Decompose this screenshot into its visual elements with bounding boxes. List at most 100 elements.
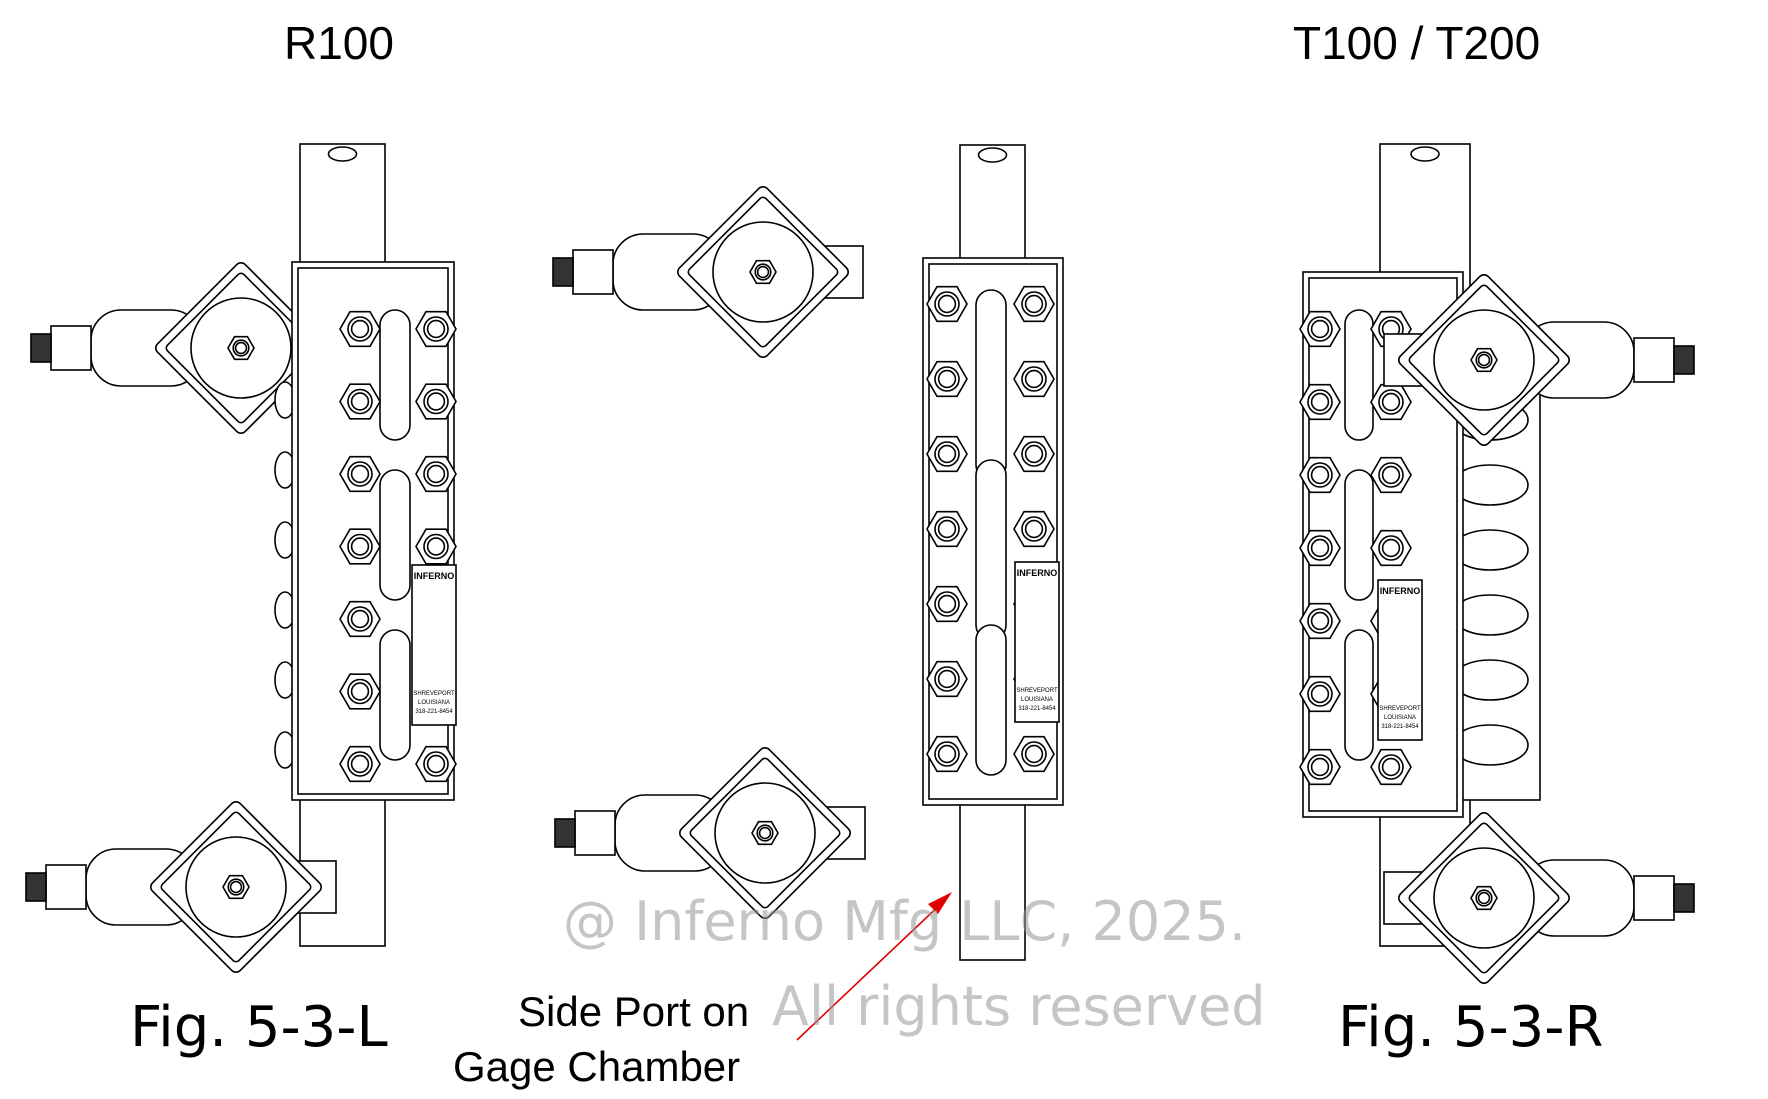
right-model-title: T100 / T200	[1293, 17, 1541, 69]
nameplate-brand: INFERNO	[1017, 568, 1058, 578]
left-figure-caption: Fig. 5-3-L	[130, 995, 388, 1060]
bolt-stud	[1024, 744, 1044, 764]
bolt-stud	[426, 464, 446, 484]
bolt-stud	[1024, 444, 1044, 464]
hex-bolt-icon	[1299, 529, 1341, 567]
bolt-stud	[1381, 538, 1401, 558]
bolt-stud	[350, 319, 370, 339]
valve-assembly	[554, 747, 866, 919]
hex-bolt-icon	[222, 874, 250, 900]
nameplate-frame	[1377, 579, 1423, 741]
hex-bolt-icon	[1013, 285, 1055, 323]
hex-bolt-icon	[415, 528, 457, 565]
hex-bolt-icon	[339, 600, 381, 638]
hex-bolt-icon	[1013, 435, 1055, 473]
hex-bolt-icon	[1370, 529, 1412, 567]
sight-slot	[975, 459, 1007, 641]
bolt-stud	[937, 444, 957, 464]
hex-bolt-icon	[1013, 360, 1055, 398]
bolt-stud	[426, 537, 446, 556]
hex-bolt-icon	[926, 435, 968, 473]
hex-bolt-icon	[415, 383, 457, 420]
sight-slot	[1344, 309, 1374, 441]
hex-bolt-icon	[339, 745, 381, 783]
bolt-stud	[1310, 392, 1330, 412]
sight-slot	[1344, 629, 1374, 761]
valve-thread	[25, 872, 47, 902]
watermark-line-2: All rights reserved	[772, 975, 1266, 1038]
hex-bolt-icon	[1470, 885, 1498, 911]
valve-fitting	[1633, 337, 1675, 383]
bolt-stud	[1310, 465, 1330, 485]
bolt-stud	[350, 609, 370, 629]
valve-assembly	[552, 186, 864, 358]
hex-bolt-icon	[1299, 310, 1341, 348]
hex-bolt-icon	[1370, 383, 1412, 421]
valve-thread	[554, 818, 576, 848]
valve-thread	[1673, 345, 1695, 375]
hex-bolt-icon	[1299, 675, 1341, 713]
bolt-stud	[756, 265, 770, 279]
hex-bolt-icon	[926, 660, 968, 698]
bolt-stud	[1381, 757, 1401, 777]
bolt-stud	[350, 464, 370, 484]
right-figure-caption: Fig. 5-3-R	[1338, 995, 1604, 1060]
nameplate-text: LOUISIANA	[1384, 715, 1416, 721]
bolt-stud	[426, 392, 446, 411]
bolt-stud	[937, 369, 957, 389]
sight-slot	[379, 309, 411, 441]
bolt-stud	[937, 669, 957, 689]
hex-bolt-icon	[926, 735, 968, 773]
hex-bolt-icon	[926, 285, 968, 323]
bolt-stud	[1310, 538, 1330, 558]
valve-thread	[30, 333, 52, 363]
hex-bolt-icon	[751, 820, 779, 846]
hex-bolt-icon	[1299, 456, 1341, 494]
nameplate-text: 318-221-8454	[1381, 724, 1419, 730]
sight-slot	[1344, 469, 1374, 601]
hex-bolt-icon	[926, 510, 968, 548]
sight-slot	[379, 469, 411, 601]
sight-slot	[379, 629, 411, 761]
bolt-stud	[234, 341, 248, 355]
callout-arrowhead-icon	[928, 892, 952, 914]
hex-bolt-icon	[749, 259, 777, 285]
hex-bolt-icon	[1013, 510, 1055, 548]
hex-bolt-icon	[1299, 602, 1341, 640]
callout-arrow-line	[796, 899, 946, 1041]
hex-bolt-icon	[339, 455, 381, 493]
valve-assembly	[1383, 274, 1695, 446]
hex-bolt-icon	[926, 585, 968, 623]
callout-line-1: Side Port on	[518, 988, 750, 1035]
bolt-stud	[1310, 611, 1330, 631]
hex-bolt-icon	[339, 673, 381, 710]
nameplate-brand: INFERNO	[1380, 586, 1421, 596]
hex-bolt-icon	[415, 310, 457, 348]
nameplate-text: 318-221-8454	[415, 709, 453, 715]
bolt-stud	[1024, 294, 1044, 314]
nameplate-text: SHREVEPORT	[1016, 688, 1058, 694]
nameplate-text: LOUISIANA	[1021, 697, 1053, 703]
hex-bolt-icon	[926, 360, 968, 398]
top-port	[1410, 146, 1440, 162]
bolt-stud	[1477, 353, 1491, 367]
valve-thread	[1673, 883, 1695, 913]
bolt-stud	[937, 594, 957, 614]
nameplate-text: LOUISIANA	[418, 700, 450, 706]
bolt-stud	[350, 392, 370, 411]
top-port	[977, 147, 1008, 163]
hex-bolt-icon	[415, 745, 457, 783]
hex-bolt-icon	[1299, 748, 1341, 786]
valve-thread	[552, 257, 574, 287]
hex-bolt-icon	[227, 335, 255, 361]
valve-assembly	[1383, 812, 1695, 984]
nameplate-text: SHREVEPORT	[413, 691, 455, 697]
bolt-stud	[350, 682, 370, 701]
bolt-stud	[1477, 891, 1491, 905]
bolt-stud	[426, 319, 446, 339]
bolt-stud	[229, 880, 243, 894]
